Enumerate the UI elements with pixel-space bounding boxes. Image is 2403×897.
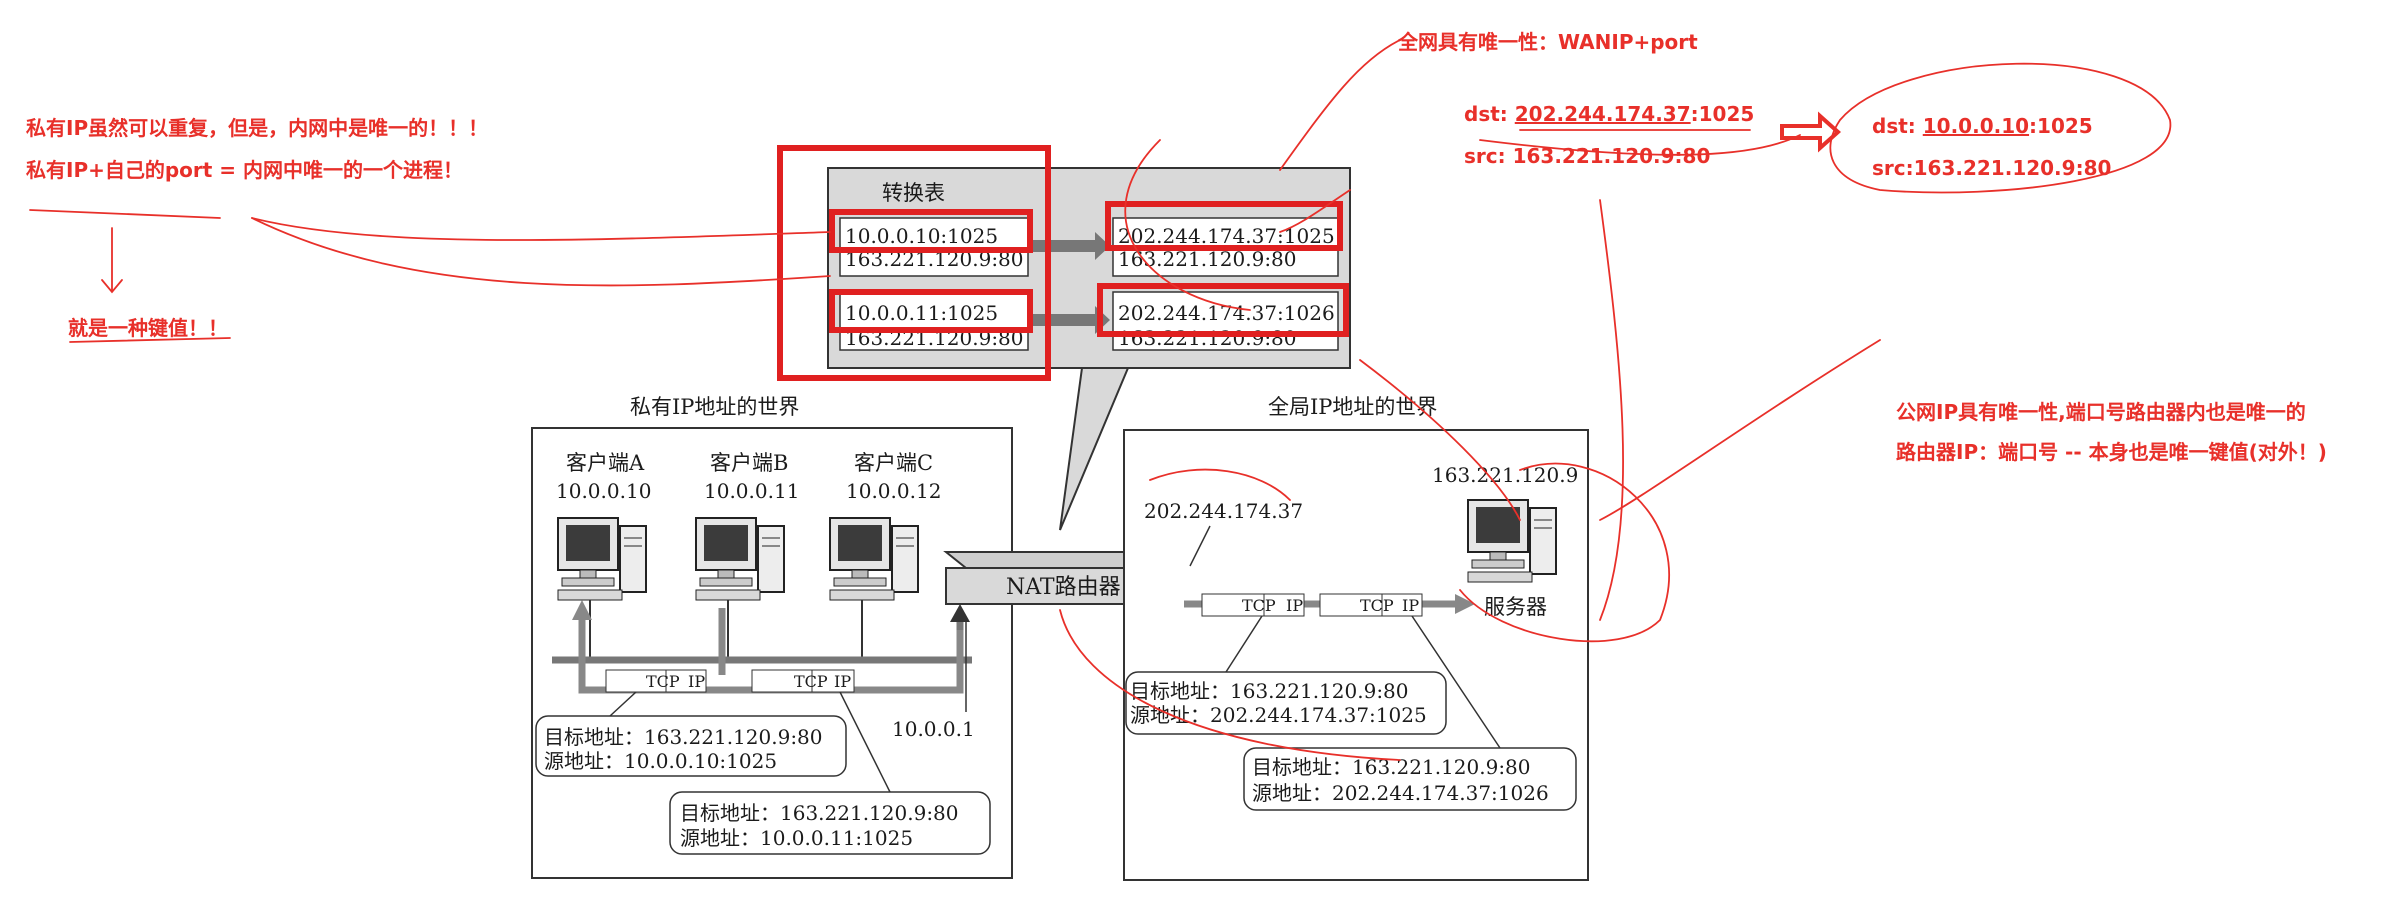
dst-before-port: :1025 [1690,102,1755,126]
router-wan-ip: 202.244.174.37 [1144,499,1303,523]
client-b-ip: 10.0.0.11 [704,479,799,503]
ip-label: IP [1402,596,1419,615]
annotation-left-2: 私有IP+自己的port = 内网中唯一的一个进程！ [26,158,464,182]
public-world-title: 全局IP地址的世界 [1268,395,1437,419]
src-before: src: 163.221.120.9:80 [1464,144,1711,168]
dst-after-ip: 10.0.0.10 [1922,114,2030,138]
client-c-ip: 10.0.0.12 [846,479,941,503]
annotation-left-1: 私有IP虽然可以重复，但是，内网中是唯一的！！！ [26,116,489,140]
table-arrow-1 [1030,232,1110,260]
table-private-dst-1: 10.0.0.10:1025 [845,224,998,248]
tcp-label: TCP [1242,596,1276,615]
src-after: src:163.221.120.9:80 [1872,156,2112,180]
router-lan-ip: 10.0.0.1 [892,717,975,741]
ip-label: IP [1286,596,1303,615]
packet-a-src: 源地址：10.0.0.10:1025 [544,749,777,773]
annotation-right-2: 路由器IP：端口号 -- 本身也是唯一键值(对外！) [1896,440,2327,464]
packet-1-src: 源地址：202.244.174.37:1025 [1130,703,1427,727]
nat-table-title: 转换表 [882,181,945,205]
server-ip: 163.221.120.9 [1432,463,1578,487]
packet-b-tcpip: TCP IP [751,669,855,693]
packet-2-tcpip: TCP IP [1319,593,1423,617]
red-highlights [777,145,1349,381]
server-label: 服务器 [1484,595,1547,619]
dst-after-label: dst: [1872,114,1923,138]
packet-a-dst: 目标地址：163.221.120.9:80 [544,725,823,749]
ip-label: IP [834,672,851,691]
packet-a-tcpip: TCP IP [605,669,707,693]
client-a-ip: 10.0.0.10 [556,479,651,503]
client-c-name: 客户端C [854,451,933,475]
ip-label: IP [688,672,705,691]
dst-before-label: dst: [1464,102,1515,126]
tcp-label: TCP [794,672,828,691]
dst-after: dst: 10.0.0.10:1025 [1872,114,2093,138]
tcp-label: TCP [1360,596,1394,615]
private-world: 私有IP地址的世界 客户端A 10.0.0.10 客户端B 10.0.0.11 … [531,395,1013,879]
annotation-key: 就是一种键值！！ [68,316,228,340]
client-b-name: 客户端B [710,451,788,475]
table-public-dst-2: 202.244.174.37:1026 [1118,301,1335,325]
packet-1-dst: 目标地址：163.221.120.9:80 [1130,679,1409,703]
packet-1-tcpip: TCP IP [1201,593,1305,617]
dst-after-port: :1025 [2029,114,2093,138]
table-public-src-2: 163.221.120.9:80 [1118,326,1297,350]
table-private-dst-2: 10.0.0.11:1025 [845,301,998,325]
tcp-label: TCP [646,672,680,691]
translation-arrow-icon [1780,111,1842,153]
packet-b-dst: 目标地址：163.221.120.9:80 [680,801,959,825]
dst-before: dst: 202.244.174.37:1025 [1464,102,1754,126]
table-public-dst-1: 202.244.174.37:1025 [1118,224,1335,248]
table-arrow-2 [1030,306,1110,334]
dst-before-ip: 202.244.174.37 [1514,102,1691,126]
annotation-right-1: 公网IP具有唯一性,端口号路由器内也是唯一的 [1896,400,2306,424]
public-world: 全局IP地址的世界 202.244.174.37 163.221.120.9 服… [1123,395,1589,881]
packet-b-src: 源地址：10.0.0.11:1025 [680,826,913,850]
hand-annotations [29,39,2172,761]
router-label: NAT路由器 [1006,575,1121,600]
packet-2-src: 源地址：202.244.174.37:1026 [1252,781,1549,805]
client-a-name: 客户端A [566,451,645,475]
private-world-title: 私有IP地址的世界 [630,395,799,419]
annotation-top: 全网具有唯一性：WANIP+port [1398,30,1698,54]
packet-2-dst: 目标地址：163.221.120.9:80 [1252,755,1531,779]
